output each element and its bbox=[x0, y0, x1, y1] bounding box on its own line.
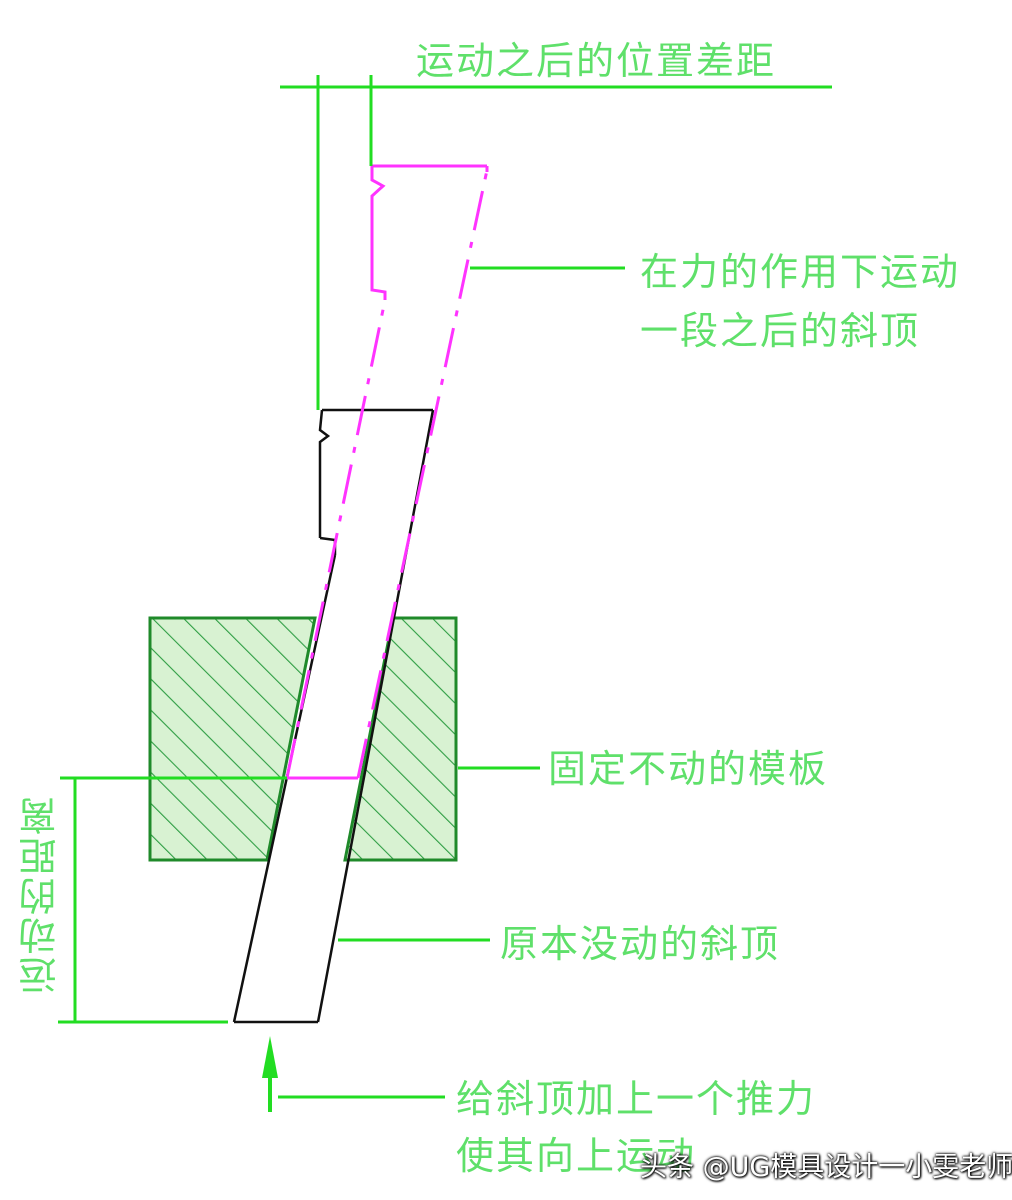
label-push-line2: 使其向上运动 bbox=[456, 1134, 697, 1178]
label-moved-lifter-line1: 在力的作用下运动 bbox=[640, 250, 961, 294]
fixed-mold-plate bbox=[148, 616, 458, 862]
label-top-gap: 运动之后的位置差距 bbox=[416, 39, 777, 83]
label-fixed-plate: 固定不动的模板 bbox=[548, 747, 829, 791]
moved-lifter bbox=[285, 164, 489, 780]
label-moved-lifter-line2: 一段之后的斜顶 bbox=[640, 309, 921, 353]
top-gap-dimension bbox=[280, 75, 832, 410]
watermark: 头条 @UG模具设计一小雯老师 bbox=[640, 1152, 1012, 1183]
push-force-arrow bbox=[262, 1036, 278, 1112]
plate-left-half bbox=[148, 616, 317, 862]
travel-distance-dimension bbox=[58, 776, 287, 1024]
arrow-up-icon bbox=[262, 1036, 278, 1078]
label-original-lifter: 原本没动的斜顶 bbox=[500, 922, 781, 966]
leader-lines bbox=[278, 266, 625, 1099]
label-push-line1: 给斜顶加上一个推力 bbox=[456, 1077, 817, 1121]
plate-right-half bbox=[343, 616, 458, 862]
label-travel-distance: 运动的距离 bbox=[19, 795, 63, 995]
